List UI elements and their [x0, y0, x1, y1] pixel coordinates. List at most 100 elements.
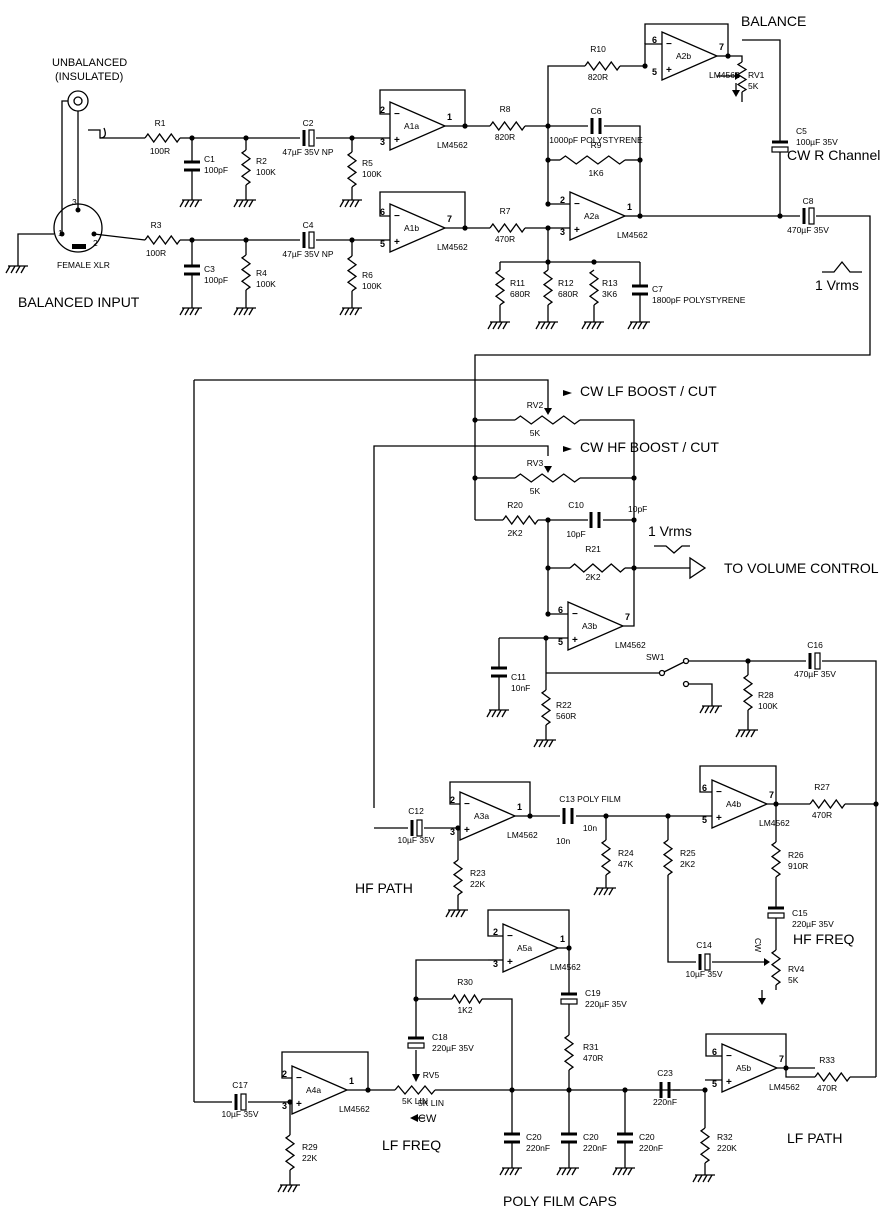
resistor-value: 5K — [748, 81, 759, 91]
resistor-R28 — [742, 674, 754, 711]
resistor-value: 100R — [146, 248, 166, 258]
resistor-R13 — [588, 269, 600, 306]
waveform-icon — [822, 260, 862, 273]
xlr-label: FEMALE XLR — [57, 260, 110, 270]
opamp-part: LM4562 — [437, 242, 468, 252]
balance-label: BALANCE — [741, 13, 806, 29]
ground-icon — [586, 321, 592, 330]
opamp-name: A2a — [584, 211, 599, 221]
rca-jack-center — [73, 96, 83, 106]
ground-icon — [545, 321, 551, 330]
ground-icon — [598, 887, 604, 896]
capacitor-C8-pos-plate — [808, 207, 815, 225]
xlr-pin — [91, 231, 97, 237]
wire — [194, 379, 549, 390]
ground-icon — [15, 265, 21, 274]
ground-icon — [455, 909, 461, 918]
resistor-value: 1K6 — [588, 168, 603, 178]
pin-number: 6 — [380, 207, 385, 217]
cw-lf-label: CW LF BOOST / CUT — [580, 383, 717, 399]
resistor-value: 100R — [150, 146, 170, 156]
junction-dot — [631, 475, 637, 481]
pin-number: 2 — [493, 927, 498, 937]
opamp-plus: + — [666, 65, 672, 76]
resistor-ref: R27 — [814, 782, 830, 792]
opamp-A4a — [291, 1065, 349, 1115]
resistor-R21 — [569, 563, 626, 573]
ground-icon — [504, 1167, 510, 1176]
opamp-minus: − — [574, 199, 580, 210]
resistor-ref: R1 — [155, 118, 166, 128]
capacitor-C5-pos-plate — [771, 146, 789, 153]
junction-dot — [462, 123, 468, 129]
capacitor-value: 10µF 35V — [685, 969, 722, 979]
ground-icon — [627, 1167, 633, 1176]
junction-dot — [455, 825, 461, 831]
capacitor-value: 220nF — [639, 1143, 663, 1153]
ground-icon — [248, 199, 254, 208]
resistor-ref: R23 — [470, 868, 486, 878]
xlr-pin-label: 1 — [58, 228, 63, 238]
capacitor-C17-pos-plate — [240, 1093, 247, 1111]
pin-number: 1 — [517, 802, 522, 812]
lf-freq-label: LF FREQ — [382, 1137, 441, 1153]
lf-path-label: LF PATH — [787, 1130, 843, 1146]
resistor-R33 — [814, 1071, 851, 1083]
ground-icon — [699, 705, 705, 714]
capacitor-C15-pos-plate — [767, 912, 785, 919]
resistor-value: 5K — [530, 486, 541, 496]
capacitor-ref: C23 — [657, 1068, 673, 1078]
capacitor-value: 220nF — [526, 1143, 550, 1153]
opamp-A2a — [569, 191, 627, 241]
ground-icon — [603, 887, 609, 896]
poly-film-caps-label: POLY FILM CAPS — [503, 1193, 617, 1209]
ground-icon — [581, 321, 587, 330]
capacitor-ref: C18 — [432, 1032, 448, 1042]
ground-icon — [538, 739, 544, 748]
opamp-plus: + — [464, 825, 470, 836]
resistor-ref: R11 — [510, 278, 525, 288]
resistor-ref: R9 — [591, 140, 602, 150]
opamp-part: LM4562 — [709, 70, 740, 80]
arrow-down-icon — [732, 90, 740, 97]
ground-icon — [287, 1184, 293, 1193]
opamp-name: A4b — [726, 799, 741, 809]
wiper-arrow-icon — [544, 408, 552, 415]
capacitor-value: 10n — [583, 823, 597, 833]
junction-dot — [365, 1087, 371, 1093]
resistor-R12 — [542, 269, 554, 306]
waveform-icon — [654, 545, 690, 554]
junction-dot — [591, 259, 597, 265]
opamp-name: A3a — [474, 811, 489, 821]
ground-icon — [339, 199, 345, 208]
ground-icon — [344, 307, 350, 316]
junction-dot — [702, 1087, 708, 1093]
opamp-part: LM4562 — [759, 818, 790, 828]
opamp-plus: + — [726, 1077, 732, 1088]
wire — [449, 781, 531, 816]
ground-icon — [184, 199, 190, 208]
capacitor-ref: C20 — [583, 1132, 599, 1142]
capacitor-ref: C12 — [408, 806, 424, 816]
opamp-A3b — [567, 601, 625, 651]
ground-icon — [697, 1174, 703, 1183]
ground-icon — [745, 729, 751, 738]
resistor-value: 680R — [558, 289, 578, 299]
wire — [623, 614, 635, 627]
resistor-value: 470R — [583, 1053, 603, 1063]
pin-number: 6 — [652, 35, 657, 45]
capacitor-value: 1800pF POLYSTYRENE — [652, 295, 746, 305]
resistor-ref: R29 — [302, 1142, 318, 1152]
ground-icon — [450, 909, 456, 918]
capacitor-value: 100pF — [204, 165, 228, 175]
resistor-RV4 — [770, 949, 782, 986]
ground-icon — [238, 199, 244, 208]
junction-dot — [472, 475, 478, 481]
ground-icon — [349, 199, 355, 208]
opamp-A5b — [721, 1043, 779, 1093]
ground-icon — [550, 321, 556, 330]
wire — [699, 765, 777, 804]
wire — [482, 998, 513, 1090]
junction-dot — [349, 237, 355, 243]
